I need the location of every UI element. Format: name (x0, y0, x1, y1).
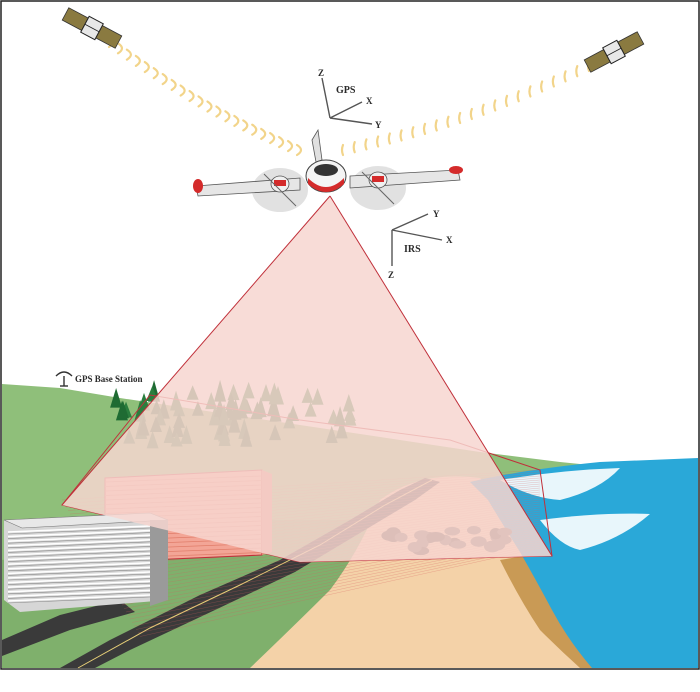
signal-arc (436, 120, 437, 130)
signal-arc (553, 76, 554, 86)
signal-arc (483, 105, 484, 115)
signal-arc (529, 86, 530, 96)
signal-arc (494, 100, 495, 110)
signal-arc (471, 109, 472, 119)
figure-caption (0, 674, 700, 692)
signal-arc (412, 127, 413, 137)
irs-axis-x-label: X (446, 235, 453, 245)
irs-axis-z-label: Z (388, 270, 394, 280)
gps-axis-y-label: Y (375, 120, 382, 130)
signal-arc (506, 96, 507, 106)
gps-label: GPS (336, 85, 356, 96)
signal-arc (389, 134, 390, 144)
signal-arc (565, 71, 566, 81)
irs-axis-y-label: Y (433, 209, 440, 219)
signal-arc (447, 117, 448, 127)
signal-arc (401, 130, 402, 140)
signal-arc (342, 145, 343, 155)
signal-arc (576, 66, 577, 76)
signal-arc (365, 139, 366, 149)
signal-arc (354, 142, 355, 152)
irs-label: IRS (404, 244, 421, 255)
base-station-label: GPS Base Station (75, 374, 143, 384)
gps-axis-z-label: Z (318, 68, 324, 78)
signal-arc (424, 124, 425, 134)
signal-arc (541, 82, 542, 92)
signal-arc (459, 113, 460, 123)
signal-arc (518, 91, 519, 101)
signal-arc (377, 136, 378, 146)
grey-building (4, 513, 168, 612)
gps-axis-x-label: X (366, 96, 373, 106)
